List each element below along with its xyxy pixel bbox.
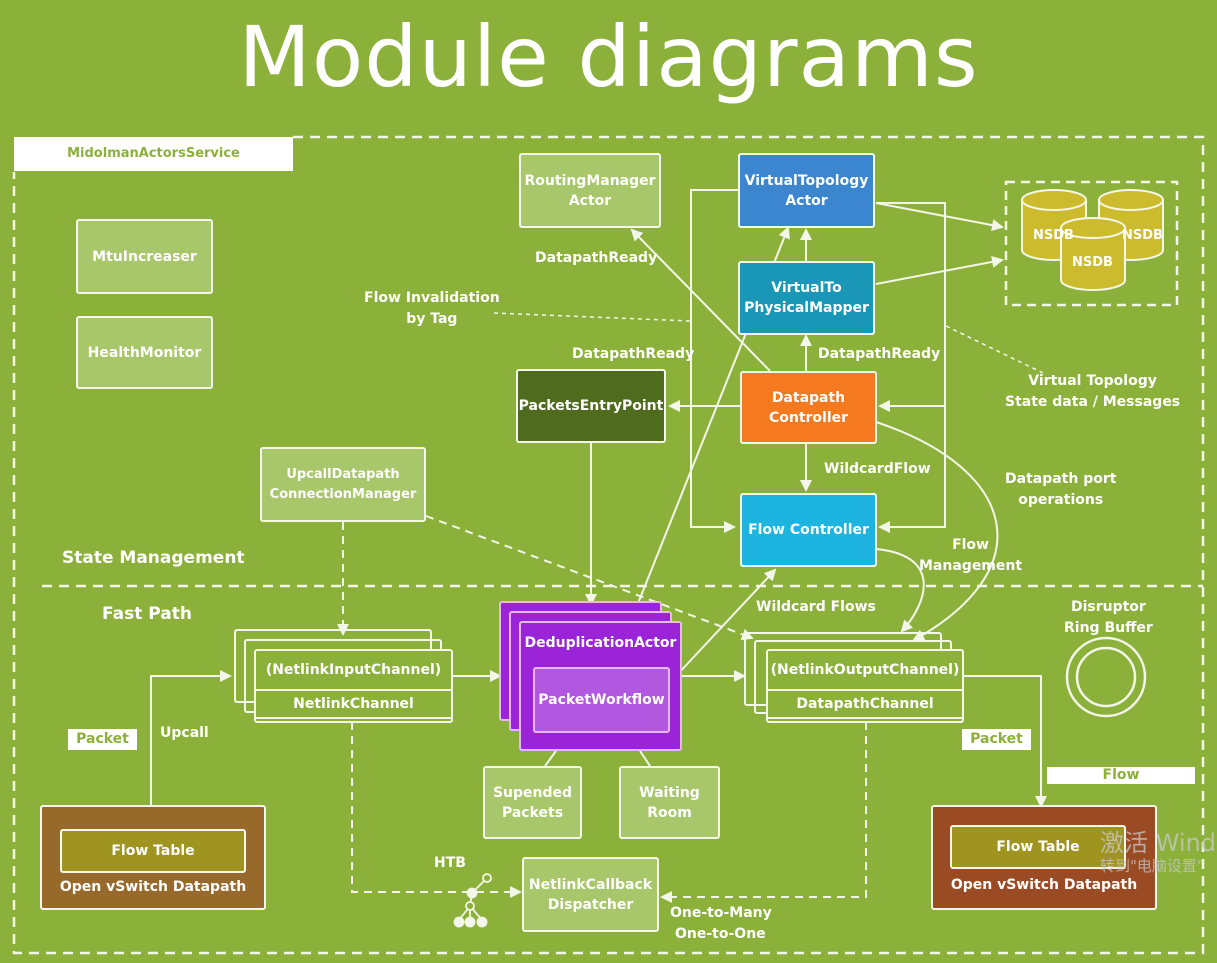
one-to-one-label: One-to-One: [675, 926, 766, 942]
ovs-datapath-right[interactable]: Flow Table Open vSwitch Datapath: [931, 805, 1157, 910]
activation-watermark: 激活 Wind: [1100, 829, 1216, 857]
nsdb-group: [1004, 180, 1179, 307]
fast-path-label: Fast Path: [102, 604, 192, 624]
wildcard-flow-label: WildcardFlow: [824, 461, 931, 477]
service-boundary: [12, 135, 1205, 955]
netlink-input-channel-node[interactable]: (NetlinkInputChannel) NetlinkChannel: [254, 649, 453, 723]
nsdb-label: NSDB: [1033, 228, 1074, 243]
health-monitor-node[interactable]: HealthMonitor: [76, 316, 213, 389]
nsdb-label: NSDB: [1072, 255, 1113, 270]
page-title: Module diagrams: [238, 8, 979, 106]
ovs-datapath-left[interactable]: Flow Table Open vSwitch Datapath: [40, 805, 266, 910]
service-label: MidolmanActorsService: [14, 137, 293, 171]
htb-label: HTB: [434, 855, 466, 871]
disruptor-ring-icon: [1065, 636, 1147, 718]
flow-table-left[interactable]: Flow Table: [60, 829, 246, 873]
one-to-many-label: One-to-Many: [670, 905, 772, 921]
packet-label-right: Packet: [962, 729, 1031, 750]
upcall-label: Upcall: [160, 725, 209, 741]
nsdb-cylinders: [1021, 189, 1164, 291]
datapath-ready-label: DatapathReady: [535, 250, 658, 266]
packets-entry-point-node[interactable]: PacketsEntryPoint: [516, 369, 666, 443]
netlink-output-channel-node[interactable]: (NetlinkOutputChannel) DatapathChannel: [766, 649, 964, 723]
nsdb-label: NSDB: [1122, 228, 1163, 243]
flow-table-right[interactable]: Flow Table: [950, 825, 1126, 869]
activation-watermark-sub: 转到"电脑设置": [1100, 857, 1204, 875]
packet-label-left: Packet: [68, 729, 137, 750]
mtu-increaser-node[interactable]: MtuIncreaser: [76, 219, 213, 294]
packet-workflow-node[interactable]: PacketWorkflow: [533, 667, 670, 733]
deduplication-actor-node[interactable]: DeduplicationActor PacketWorkflow: [519, 621, 682, 751]
flow-controller-node[interactable]: Flow Controller: [740, 493, 877, 567]
datapath-ready-label: DatapathReady: [818, 346, 941, 362]
htb-tree-icon: [453, 873, 492, 928]
state-management-label: State Management: [62, 548, 245, 568]
datapath-ready-label: DatapathReady: [572, 346, 695, 362]
flow-label-right: Flow: [1047, 767, 1195, 784]
wildcard-flows-label: Wildcard Flows: [756, 599, 876, 615]
